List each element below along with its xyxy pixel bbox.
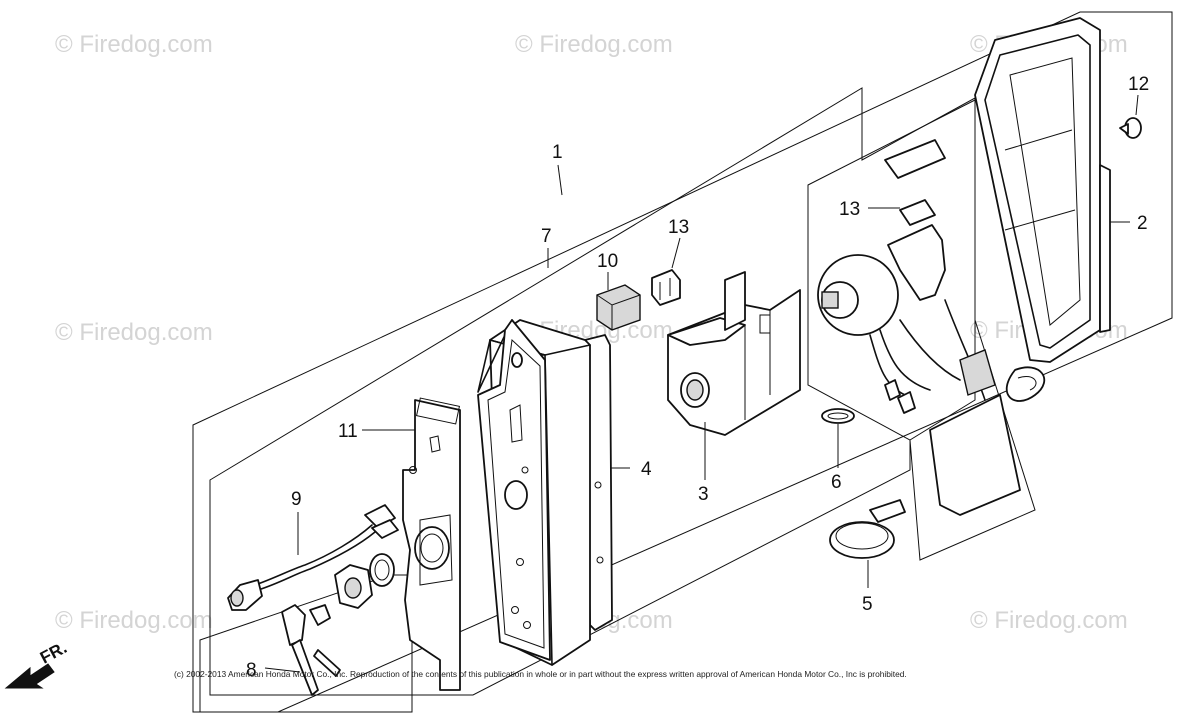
- callout-11: 11: [338, 421, 358, 442]
- part-case: [477, 319, 591, 666]
- outline-assembly-7: [209, 87, 976, 696]
- watermark: © Firedog.com: [55, 319, 213, 346]
- callout-12: 12: [1128, 74, 1149, 95]
- callout-13-fuse: 13: [668, 217, 689, 238]
- callout-13-connector: 13: [839, 199, 860, 220]
- front-label: FR.: [37, 638, 70, 668]
- callout-6: 6: [831, 472, 842, 493]
- watermark: © Firedog.com: [515, 31, 673, 58]
- watermark: © Firedog.com: [55, 607, 213, 634]
- front-direction-indicator: FR.: [4, 638, 70, 689]
- callout-5: 5: [862, 594, 873, 615]
- part-fuse-holder-10: [596, 284, 641, 331]
- callout-8: 8: [246, 660, 257, 681]
- callout-labels: 1 2 3 4 5 6 7 8 9 10 11 12 13 13: [246, 74, 1149, 681]
- callout-10: 10: [597, 251, 618, 272]
- part-switch-harness: [817, 139, 1046, 516]
- callout-4: 4: [641, 459, 652, 480]
- watermark: © Firedog.com: [55, 31, 213, 58]
- part-wire-9: [227, 504, 399, 611]
- watermark: © Firedog.com: [970, 607, 1128, 634]
- callout-7: 7: [541, 226, 552, 247]
- leader-lines: [264, 94, 1139, 673]
- callout-1: 1: [552, 142, 563, 163]
- part-washer: [369, 553, 395, 587]
- callout-9: 9: [291, 489, 302, 510]
- part-lens-cover: [974, 17, 1111, 363]
- outline-assembly-1: [192, 11, 1173, 713]
- part-key-8: [281, 604, 341, 696]
- callout-3: 3: [698, 484, 709, 505]
- part-band-5: [829, 499, 906, 559]
- part-bracket-3: [667, 271, 801, 436]
- outline-switch-harness: [807, 99, 1036, 561]
- part-screw: [1119, 117, 1142, 139]
- part-clip-6: [821, 408, 855, 424]
- copyright-notice: (c) 2002-2013 American Honda Motor Co., …: [174, 669, 907, 679]
- part-nut: [334, 564, 373, 609]
- part-panel-11: [402, 397, 461, 691]
- callout-2: 2: [1137, 213, 1148, 234]
- front-arrow-icon: [4, 663, 55, 689]
- part-fuse-13: [651, 269, 681, 306]
